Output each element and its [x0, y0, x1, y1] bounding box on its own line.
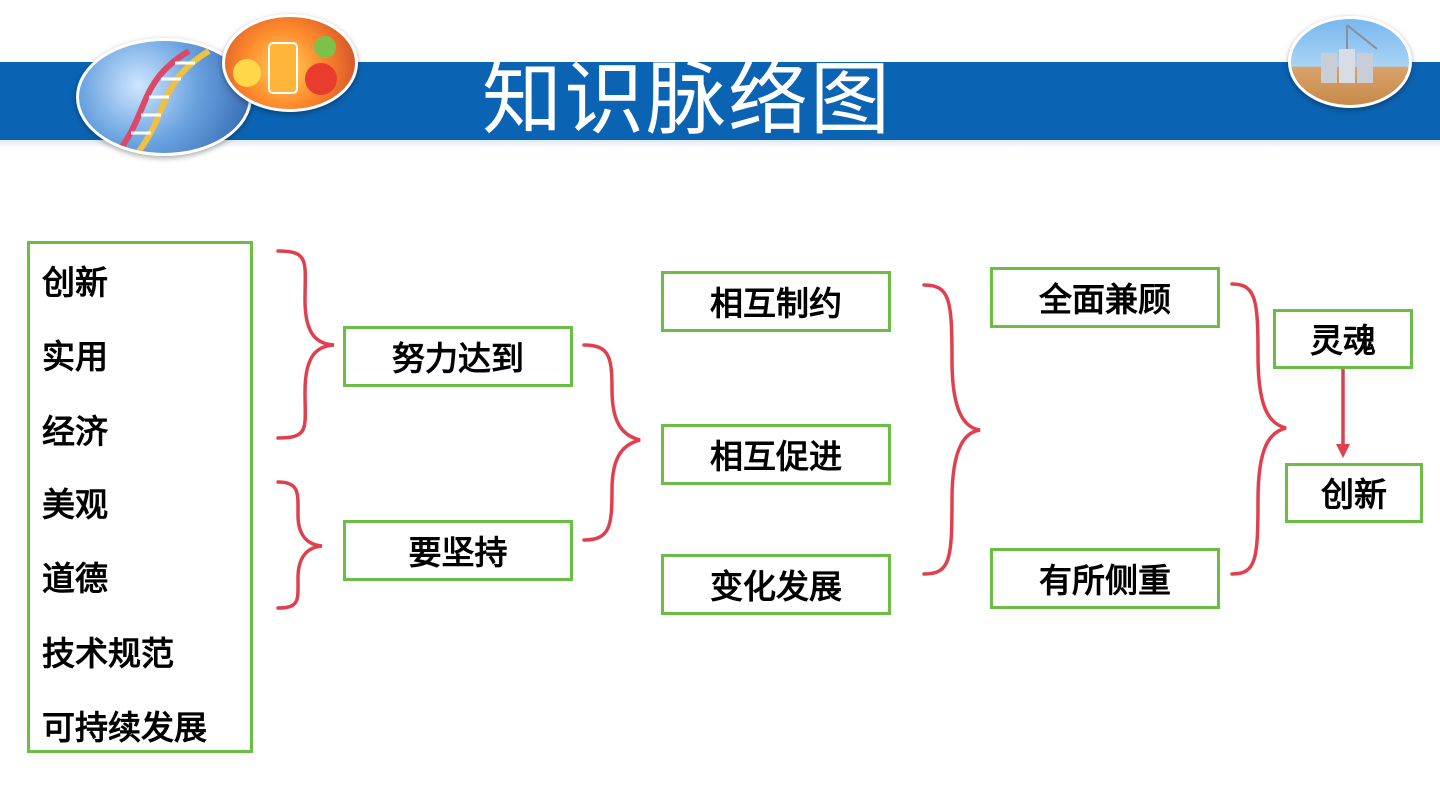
- box-constrain: 相互制约: [661, 271, 891, 332]
- brace-3: [582, 343, 641, 542]
- principle-item: 创新: [42, 263, 108, 302]
- box-promote: 相互促进: [661, 424, 891, 485]
- box-innovation: 创新: [1285, 463, 1423, 523]
- fruit-juice-photo-icon: [222, 14, 358, 112]
- box-strive: 努力达到: [343, 326, 573, 387]
- banner-shadow: [0, 140, 1440, 148]
- box-persist: 要坚持: [343, 520, 573, 581]
- arrow-head-icon: [1336, 444, 1350, 458]
- box-develop: 变化发展: [661, 554, 891, 615]
- principle-item: 实用: [42, 337, 108, 376]
- box-emphasis: 有所侧重: [990, 548, 1220, 609]
- box-comprehensive: 全面兼顾: [990, 267, 1220, 328]
- principle-item: 技术规范: [42, 634, 174, 673]
- principle-item: 经济: [42, 412, 108, 451]
- box-soul: 灵魂: [1273, 309, 1413, 369]
- brace-5: [1230, 282, 1287, 576]
- principles-box: [27, 241, 253, 753]
- brace-4: [922, 283, 981, 576]
- principle-item: 道德: [42, 559, 108, 598]
- brace-2: [276, 480, 323, 610]
- principle-item: 美观: [42, 485, 108, 524]
- brace-1: [276, 249, 335, 440]
- principle-item: 可持续发展: [42, 708, 207, 747]
- page-title: 知识脉络图: [482, 53, 892, 146]
- grain-silo-photo-icon: [1288, 16, 1412, 108]
